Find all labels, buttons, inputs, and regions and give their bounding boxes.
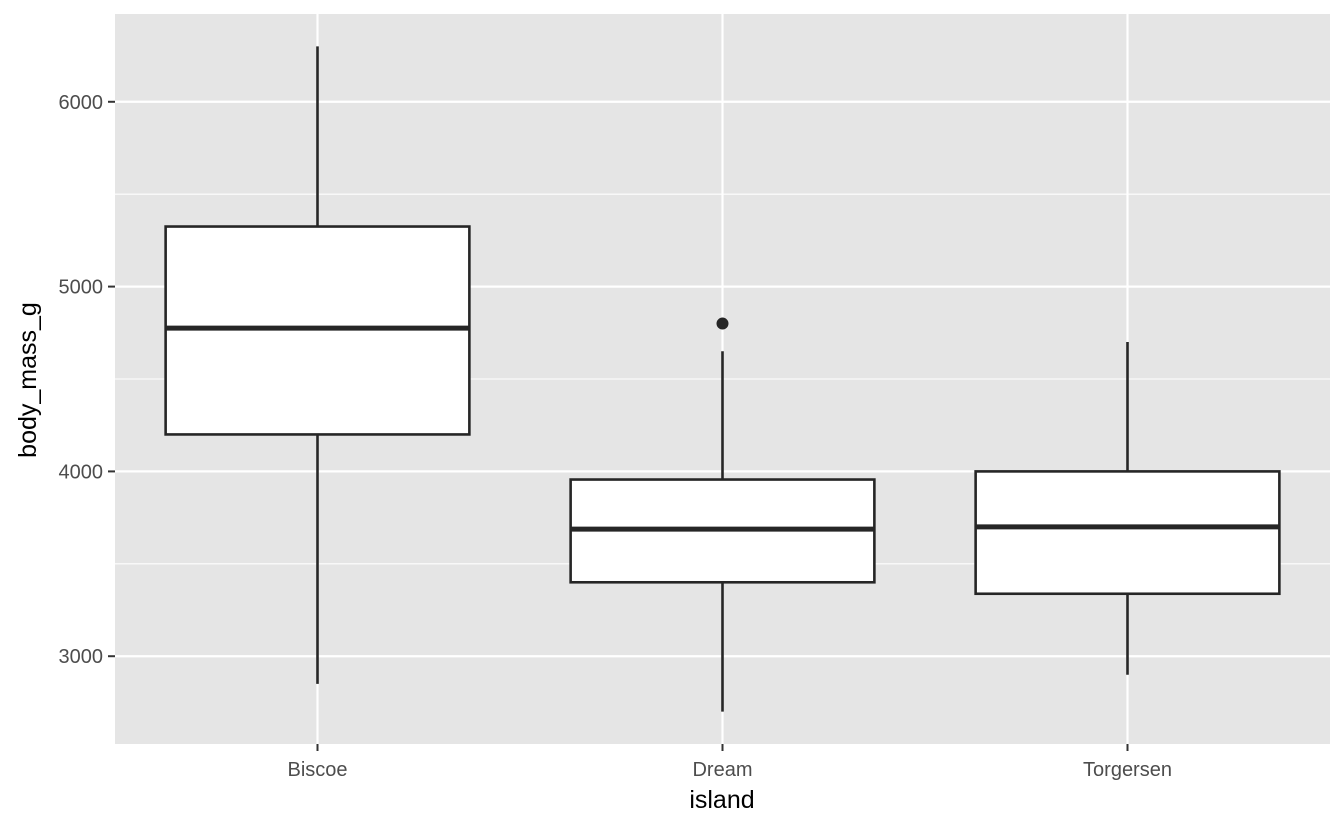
box-biscoe [164,46,471,684]
x-tick-label: Dream [692,759,752,781]
box-dream [569,317,876,712]
x-tick-label: Biscoe [287,759,347,781]
x-axis-title: island [689,786,754,814]
y-tick-label: 6000 [59,92,104,114]
boxes [164,46,1281,712]
y-tick-label: 4000 [59,461,104,483]
box-body [974,470,1281,596]
y-axis: 3000 4000 5000 6000 [59,92,115,668]
y-axis-title: body_mass_g [14,302,42,458]
y-tick-label: 5000 [59,277,104,299]
outlier-point [716,317,729,330]
x-tick-label: Torgersen [1083,759,1172,781]
y-tick-label: 3000 [59,646,104,668]
x-axis: Biscoe Dream Torgersen [287,744,1172,781]
box-torgersen [974,342,1281,675]
